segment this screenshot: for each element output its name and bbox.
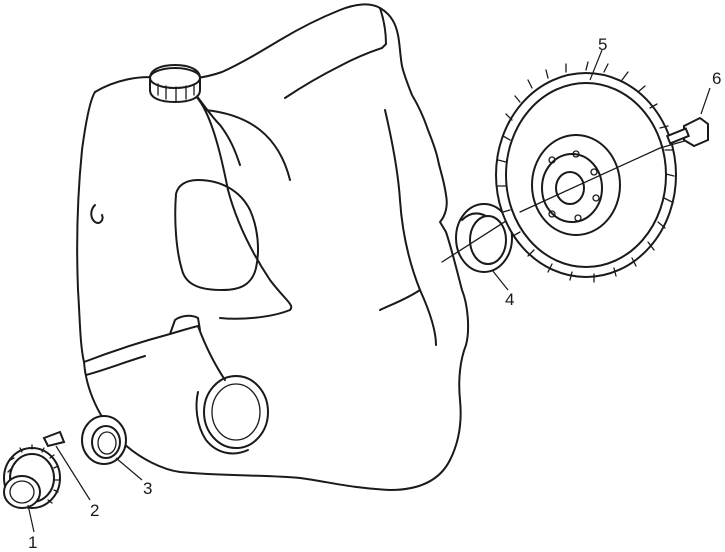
rear-boss	[195, 375, 269, 455]
callout-labels: 1 2 3 4 5 6	[28, 35, 721, 552]
engine-block	[76, 3, 470, 491]
woodruff-key	[42, 430, 66, 448]
oil-filler-cap	[149, 63, 201, 104]
flywheel-bolt	[665, 87, 711, 148]
flywheel	[495, 61, 689, 283]
callout-6: 6	[712, 69, 721, 88]
leader-lines	[27, 49, 603, 533]
callout-3: 3	[143, 479, 152, 498]
callout-2: 2	[90, 501, 99, 520]
crankshaft-gear	[3, 444, 61, 509]
callout-5: 5	[598, 35, 607, 54]
callout-1: 1	[28, 533, 37, 552]
front-oil-seal	[81, 415, 127, 465]
callout-4: 4	[505, 290, 514, 309]
